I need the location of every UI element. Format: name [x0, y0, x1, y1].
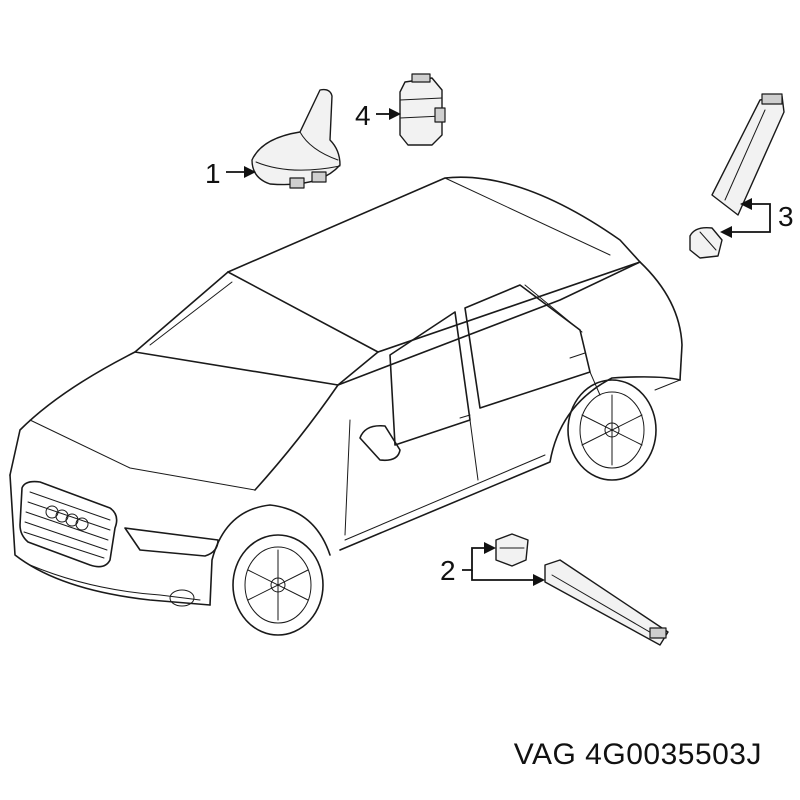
part-number-label: VAG 4G0035503J [513, 738, 762, 771]
part-3-module[interactable] [689, 93, 785, 259]
callout-4: 4 [355, 100, 371, 131]
callout-1: 1 [205, 158, 221, 189]
callout-3: 3 [778, 201, 794, 232]
callout-2: 2 [440, 555, 456, 586]
car-illustration [9, 176, 683, 636]
part-1-antenna[interactable] [251, 88, 341, 189]
part-4-connector[interactable] [399, 73, 446, 146]
part-2-module[interactable] [495, 533, 669, 646]
